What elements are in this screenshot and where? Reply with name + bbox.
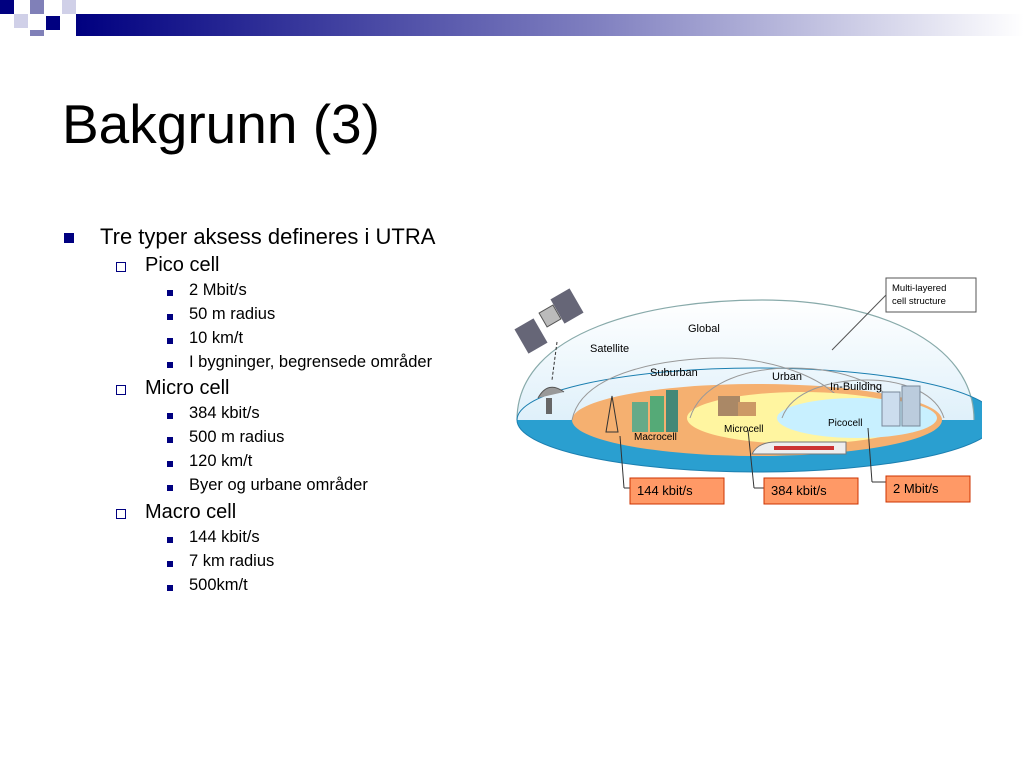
label-microcell: Microcell [724, 424, 763, 435]
small-square-bullet-icon [167, 485, 173, 491]
small-square-bullet-icon [167, 585, 173, 591]
hollow-square-bullet-icon [116, 385, 126, 395]
label-satellite: Satellite [590, 343, 629, 355]
rate-macro: 144 kbit/s [637, 483, 693, 498]
small-square-bullet-icon [167, 437, 173, 443]
title-bar-decoration [0, 0, 1024, 36]
global-dome [516, 299, 975, 421]
bullet-heading: Tre typer aksess defineres i UTRA [100, 224, 436, 249]
multi-layer-callout: Multi-layered cell structure [831, 277, 977, 351]
rate-pico: 2 Mbit/s [893, 481, 939, 496]
callout-line-2: cell structure [892, 296, 946, 307]
cell-structure-diagram: Global Satellite Suburban Urban In-Build… [514, 277, 982, 505]
macro-detail-rate: 144 kbit/s [189, 528, 260, 546]
satellite-icon [514, 288, 584, 381]
square-bullet-icon [64, 233, 74, 243]
callout-line-1: Multi-layered [892, 283, 946, 294]
micro-detail-area: Byer og urbane områder [189, 476, 368, 494]
small-square-bullet-icon [167, 314, 173, 320]
small-square-bullet-icon [167, 561, 173, 567]
rate-box-pico: 2 Mbit/s [867, 427, 971, 503]
rate-box-micro: 384 kbit/s [747, 429, 859, 505]
satellite-dish-icon [537, 386, 565, 414]
small-square-bullet-icon [167, 461, 173, 467]
label-suburban: Suburban [650, 367, 698, 379]
small-square-bullet-icon [167, 338, 173, 344]
small-square-bullet-icon [167, 413, 173, 419]
micro-detail-speed: 120 km/t [189, 452, 253, 470]
label-picocell: Picocell [828, 418, 862, 429]
macro-detail-speed: 500km/t [189, 576, 248, 594]
cell-type-macro: Macro cell [145, 501, 237, 523]
pico-detail-area: I bygninger, begrensede områder [189, 353, 433, 371]
small-square-bullet-icon [167, 290, 173, 296]
macro-detail-radius: 7 km radius [189, 552, 275, 570]
microcell-buildings-icon [718, 396, 756, 416]
label-urban: Urban [772, 371, 802, 383]
hollow-square-bullet-icon [116, 262, 126, 272]
micro-detail-rate: 384 kbit/s [189, 404, 260, 422]
slide-title: Bakgrunn (3) [62, 93, 380, 155]
train-icon [751, 441, 847, 455]
small-square-bullet-icon [167, 537, 173, 543]
pico-detail-rate: 2 Mbit/s [189, 281, 247, 299]
macrocell-buildings-icon [605, 390, 678, 433]
label-in-building: In-Building [830, 381, 882, 393]
label-macrocell: Macrocell [634, 432, 677, 443]
cell-type-micro: Micro cell [145, 377, 230, 399]
label-global: Global [688, 323, 720, 335]
small-square-bullet-icon [167, 362, 173, 368]
cell-type-pico: Pico cell [145, 254, 220, 276]
pico-detail-radius: 50 m radius [189, 305, 276, 323]
rate-box-macro: 144 kbit/s [619, 435, 725, 505]
micro-detail-radius: 500 m radius [189, 428, 285, 446]
rate-micro: 384 kbit/s [771, 483, 827, 498]
pico-detail-speed: 10 km/t [189, 329, 244, 347]
hollow-square-bullet-icon [116, 509, 126, 519]
picocell-buildings-icon [881, 385, 921, 427]
